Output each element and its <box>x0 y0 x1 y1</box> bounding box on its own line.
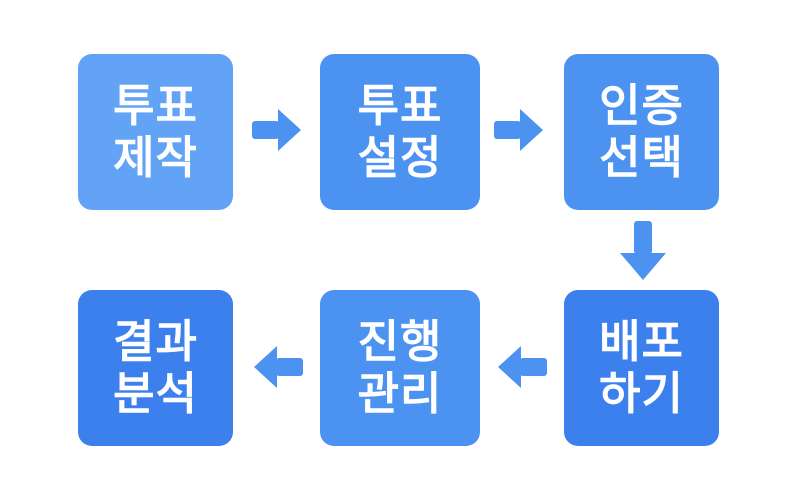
step-box-poll-settings: 투표 설정 <box>320 54 480 210</box>
step-label-line: 배포 <box>599 315 684 367</box>
step-label-line: 인증 <box>599 79 684 131</box>
step-label-line: 하기 <box>599 368 684 419</box>
step-label-line: 투표 <box>357 79 443 131</box>
step-box-poll-create: 투표 제작 <box>78 54 233 210</box>
step-label-line: 진행 <box>357 315 443 367</box>
step-box-auth-select: 인증 선택 <box>564 54 719 210</box>
step-label-line: 투표 <box>113 79 198 131</box>
step-box-progress-manage: 진행 관리 <box>320 290 480 446</box>
step-label-line: 선택 <box>599 132 684 183</box>
step-label-line: 분석 <box>113 368 198 419</box>
step-label-line: 제작 <box>113 132 198 183</box>
step-box-distribute: 배포 하기 <box>564 290 719 446</box>
step-box-result-analysis: 결과 분석 <box>78 290 233 446</box>
arrow-down-icon <box>620 221 666 280</box>
arrow-left-icon <box>498 346 547 388</box>
step-label-line: 관리 <box>357 368 443 419</box>
step-label-line: 결과 <box>113 315 198 367</box>
arrow-right-icon <box>252 109 301 151</box>
arrow-right-icon <box>494 109 543 151</box>
arrow-left-icon <box>254 346 303 388</box>
step-label-line: 설정 <box>357 132 443 183</box>
